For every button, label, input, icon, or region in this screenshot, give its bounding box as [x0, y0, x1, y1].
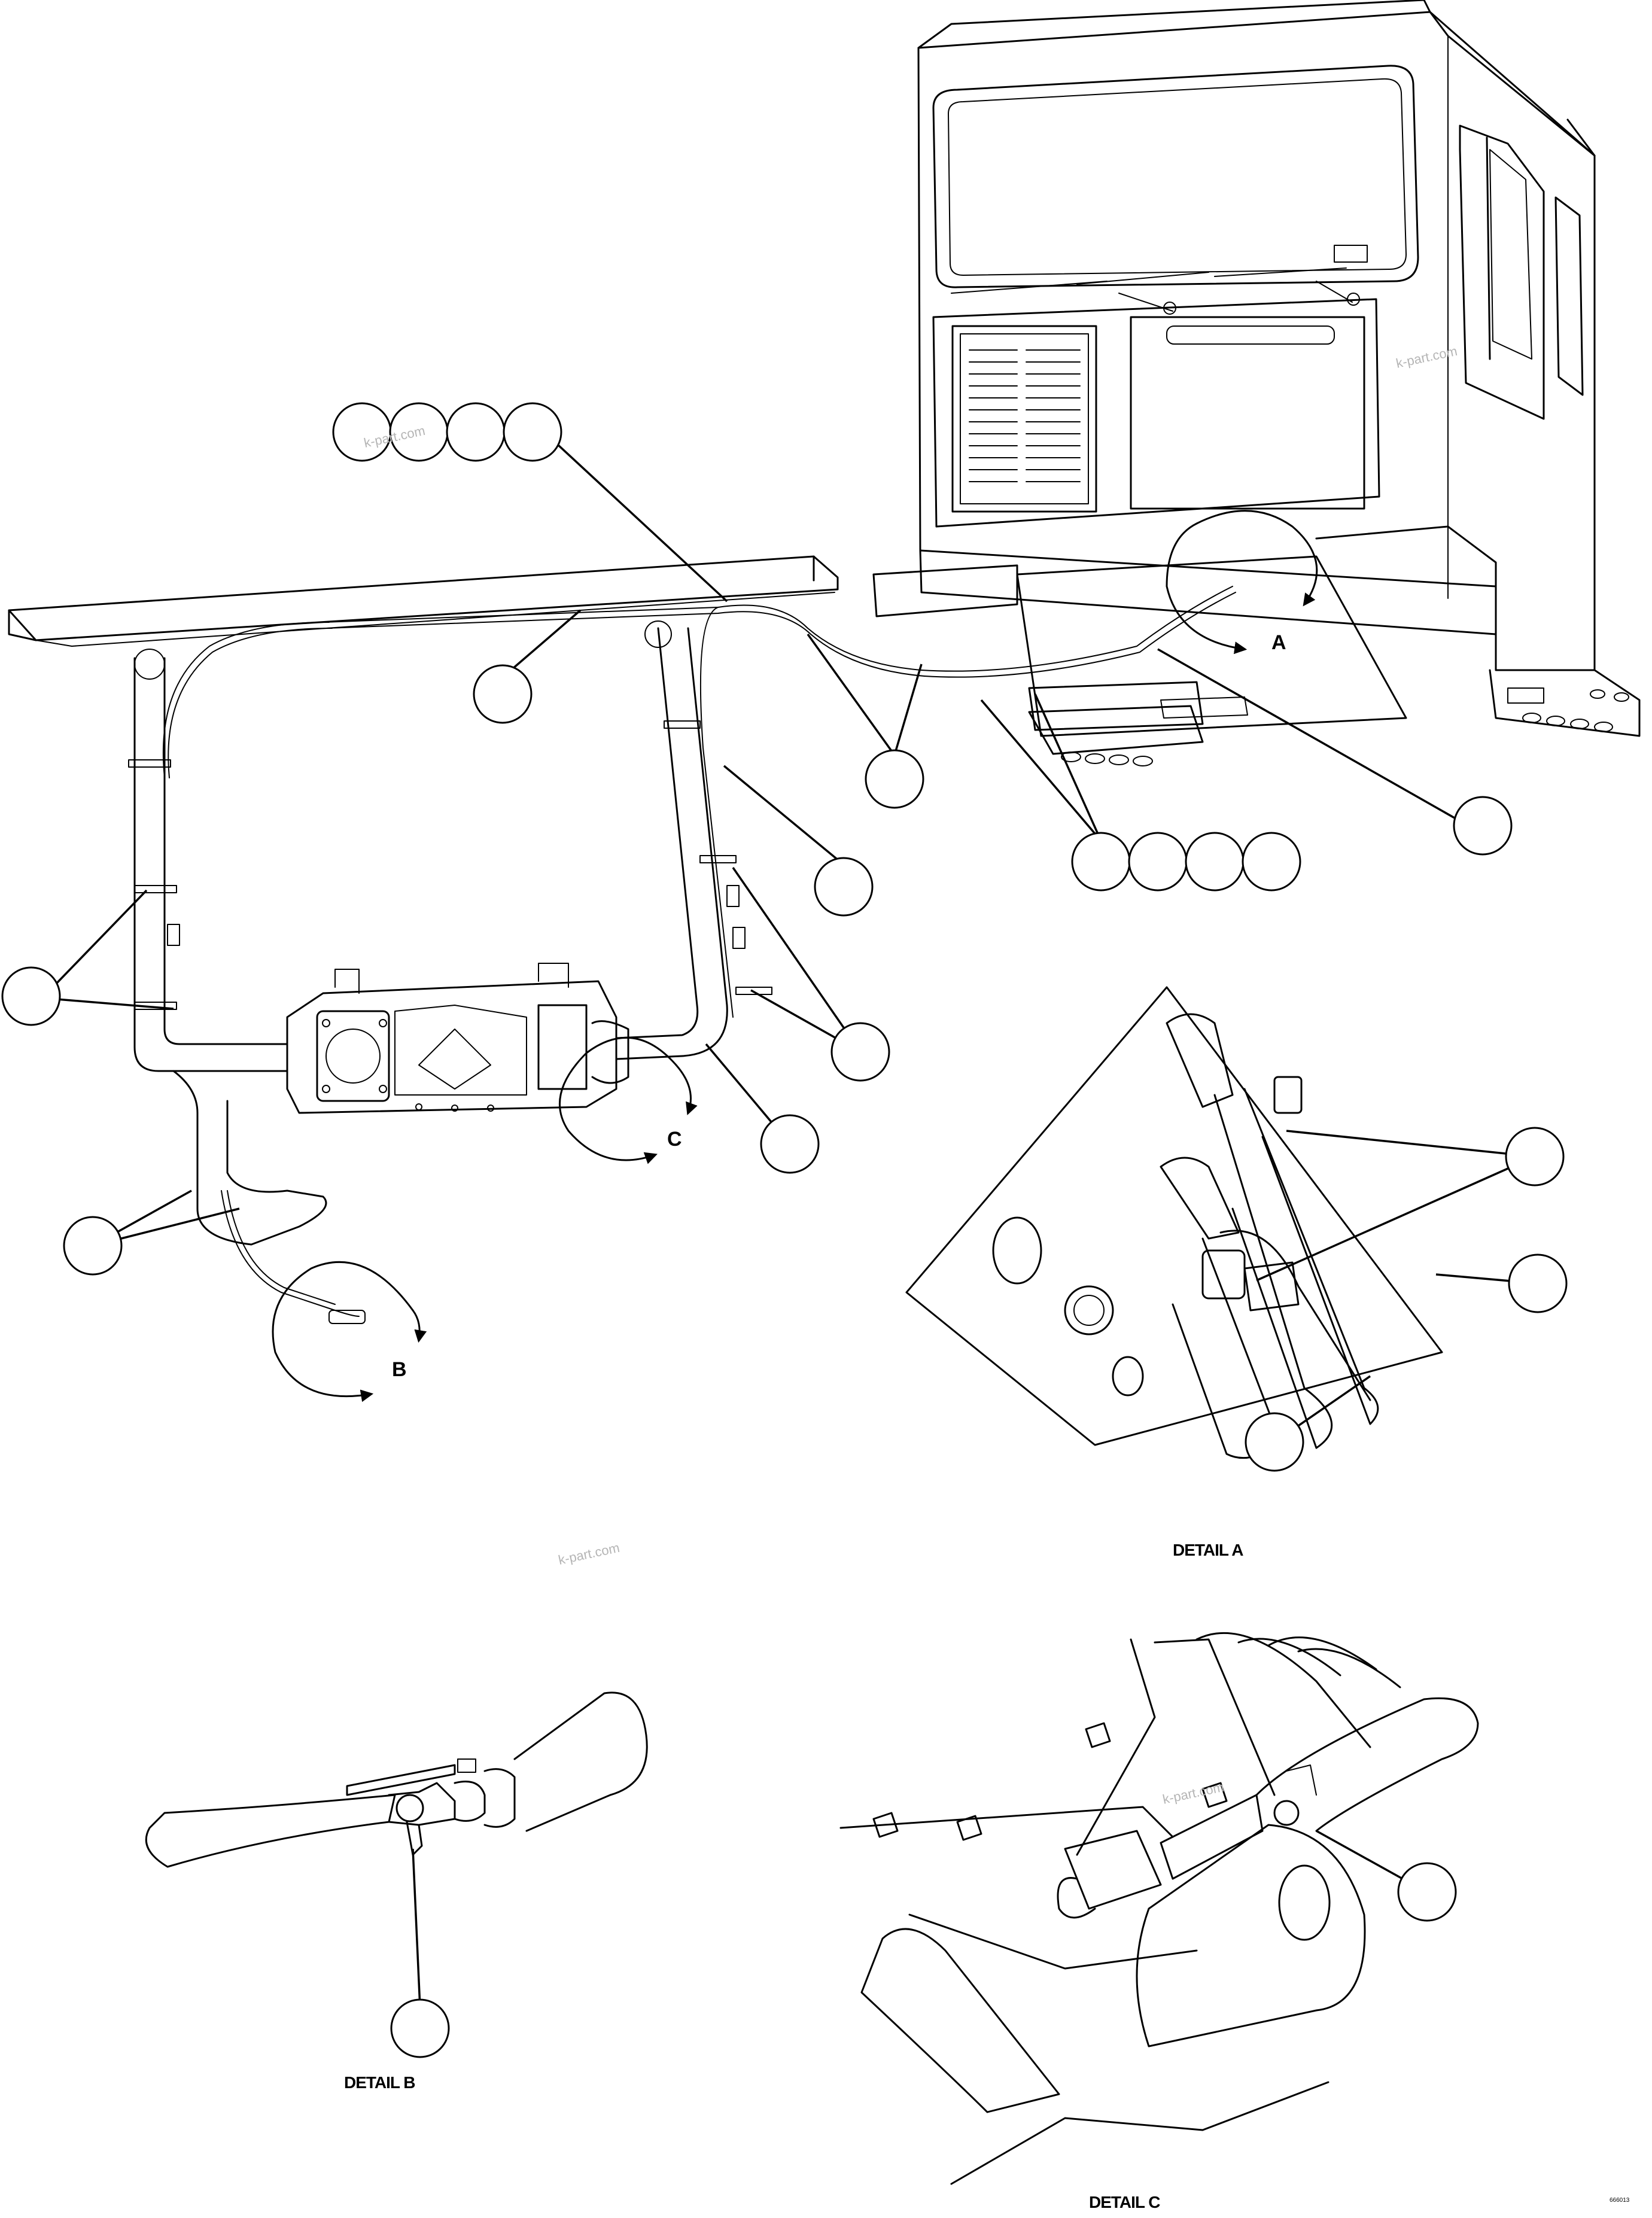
bolt-heads	[322, 1019, 494, 1112]
callout-circle	[1071, 832, 1131, 892]
grille-louvers	[969, 349, 1081, 482]
callout-circle	[1245, 1412, 1304, 1472]
detail-c-view: DETAIL C 666013	[839, 1632, 1630, 2211]
watermark-text: k-part.com	[1395, 343, 1459, 371]
callout-circle	[1505, 1127, 1565, 1186]
leader-lines	[56, 428, 1538, 2008]
callout-circle	[390, 1998, 450, 2058]
main-assembly-view: A C B	[8, 0, 1641, 1402]
callout-circle	[760, 1114, 820, 1174]
callout-circle	[814, 857, 874, 917]
detail-markers: A C B	[272, 510, 1318, 1402]
detail-b-caption: DETAIL B	[344, 2073, 415, 2092]
callout-circles	[1, 402, 1568, 2058]
detail-b-marker: B	[392, 1358, 407, 1381]
detail-c-arrow-icon	[559, 1036, 677, 1164]
detail-a-marker: A	[1271, 631, 1286, 654]
frame-beam	[8, 555, 839, 647]
callout-circle	[1, 966, 61, 1026]
callout-circle	[830, 1022, 890, 1082]
callout-circle	[1397, 1862, 1457, 1922]
callout-circle	[1128, 832, 1188, 892]
cab-body	[872, 0, 1641, 766]
callout-circle	[503, 402, 562, 462]
callout-circle	[1508, 1253, 1568, 1313]
figure-number: 666013	[1610, 2197, 1630, 2204]
watermark-text: k-part.com	[1161, 1779, 1225, 1807]
callout-circle	[1242, 832, 1301, 892]
callout-circle	[865, 749, 924, 809]
detail-a-arrow-icon	[1195, 510, 1318, 607]
callout-circle	[446, 402, 506, 462]
callout-circle	[473, 664, 533, 724]
cab-bolt-holes	[1522, 689, 1629, 732]
lower-hose	[221, 1190, 360, 1317]
hydraulic-hose-lines	[128, 586, 1236, 1246]
detail-c-bolts	[872, 1722, 1228, 1841]
watermark-text: k-part.com	[557, 1540, 621, 1568]
detail-b-arrow-icon	[272, 1261, 414, 1402]
callout-circle	[1453, 796, 1513, 856]
callout-circle	[63, 1216, 123, 1276]
detail-a-view: DETAIL A	[905, 986, 1443, 1559]
detail-a-caption: DETAIL A	[1173, 1541, 1243, 1559]
pump-transmission-assembly	[286, 963, 629, 1114]
detail-c-marker: C	[667, 1128, 682, 1151]
detail-b-view: DETAIL B	[145, 1691, 648, 2092]
detail-c-caption: DETAIL C	[1089, 2193, 1160, 2211]
callout-circle	[1185, 832, 1245, 892]
